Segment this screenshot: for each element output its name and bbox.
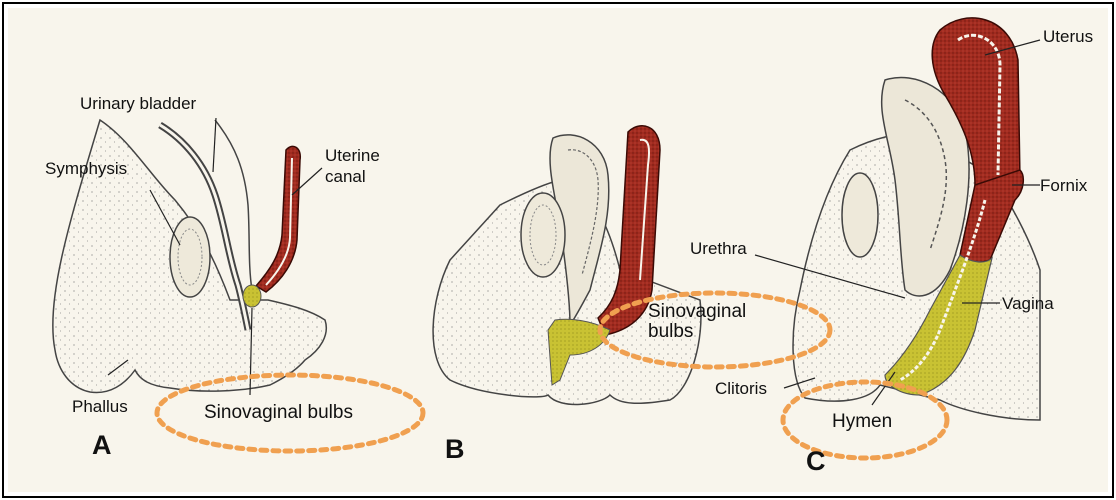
panel-letter-c: C	[806, 448, 826, 475]
label-hymen: Hymen	[832, 412, 892, 432]
panel-a-sinovaginal-tissue	[243, 285, 261, 307]
label-vagina: Vagina	[1002, 295, 1054, 312]
label-fornix: Fornix	[1040, 177, 1087, 194]
label-phallus: Phallus	[72, 398, 128, 415]
label-urethra: Urethra	[690, 240, 747, 257]
panel-letter-a: A	[92, 432, 112, 459]
label-sinovaginal-bulbs-b: Sinovaginal bulbs	[648, 302, 746, 342]
label-clitoris: Clitoris	[715, 380, 767, 397]
label-sinovaginal-bulbs-a: Sinovaginal bulbs	[204, 403, 353, 423]
label-uterine-canal: Uterine canal	[325, 145, 380, 188]
panel-b-symphysis	[521, 193, 565, 277]
panel-letter-b: B	[445, 436, 465, 463]
label-urinary-bladder: Urinary bladder	[80, 95, 196, 112]
panel-c-symphysis	[842, 173, 878, 257]
label-uterus: Uterus	[1043, 28, 1093, 45]
label-symphysis-a: Symphysis	[45, 160, 127, 177]
